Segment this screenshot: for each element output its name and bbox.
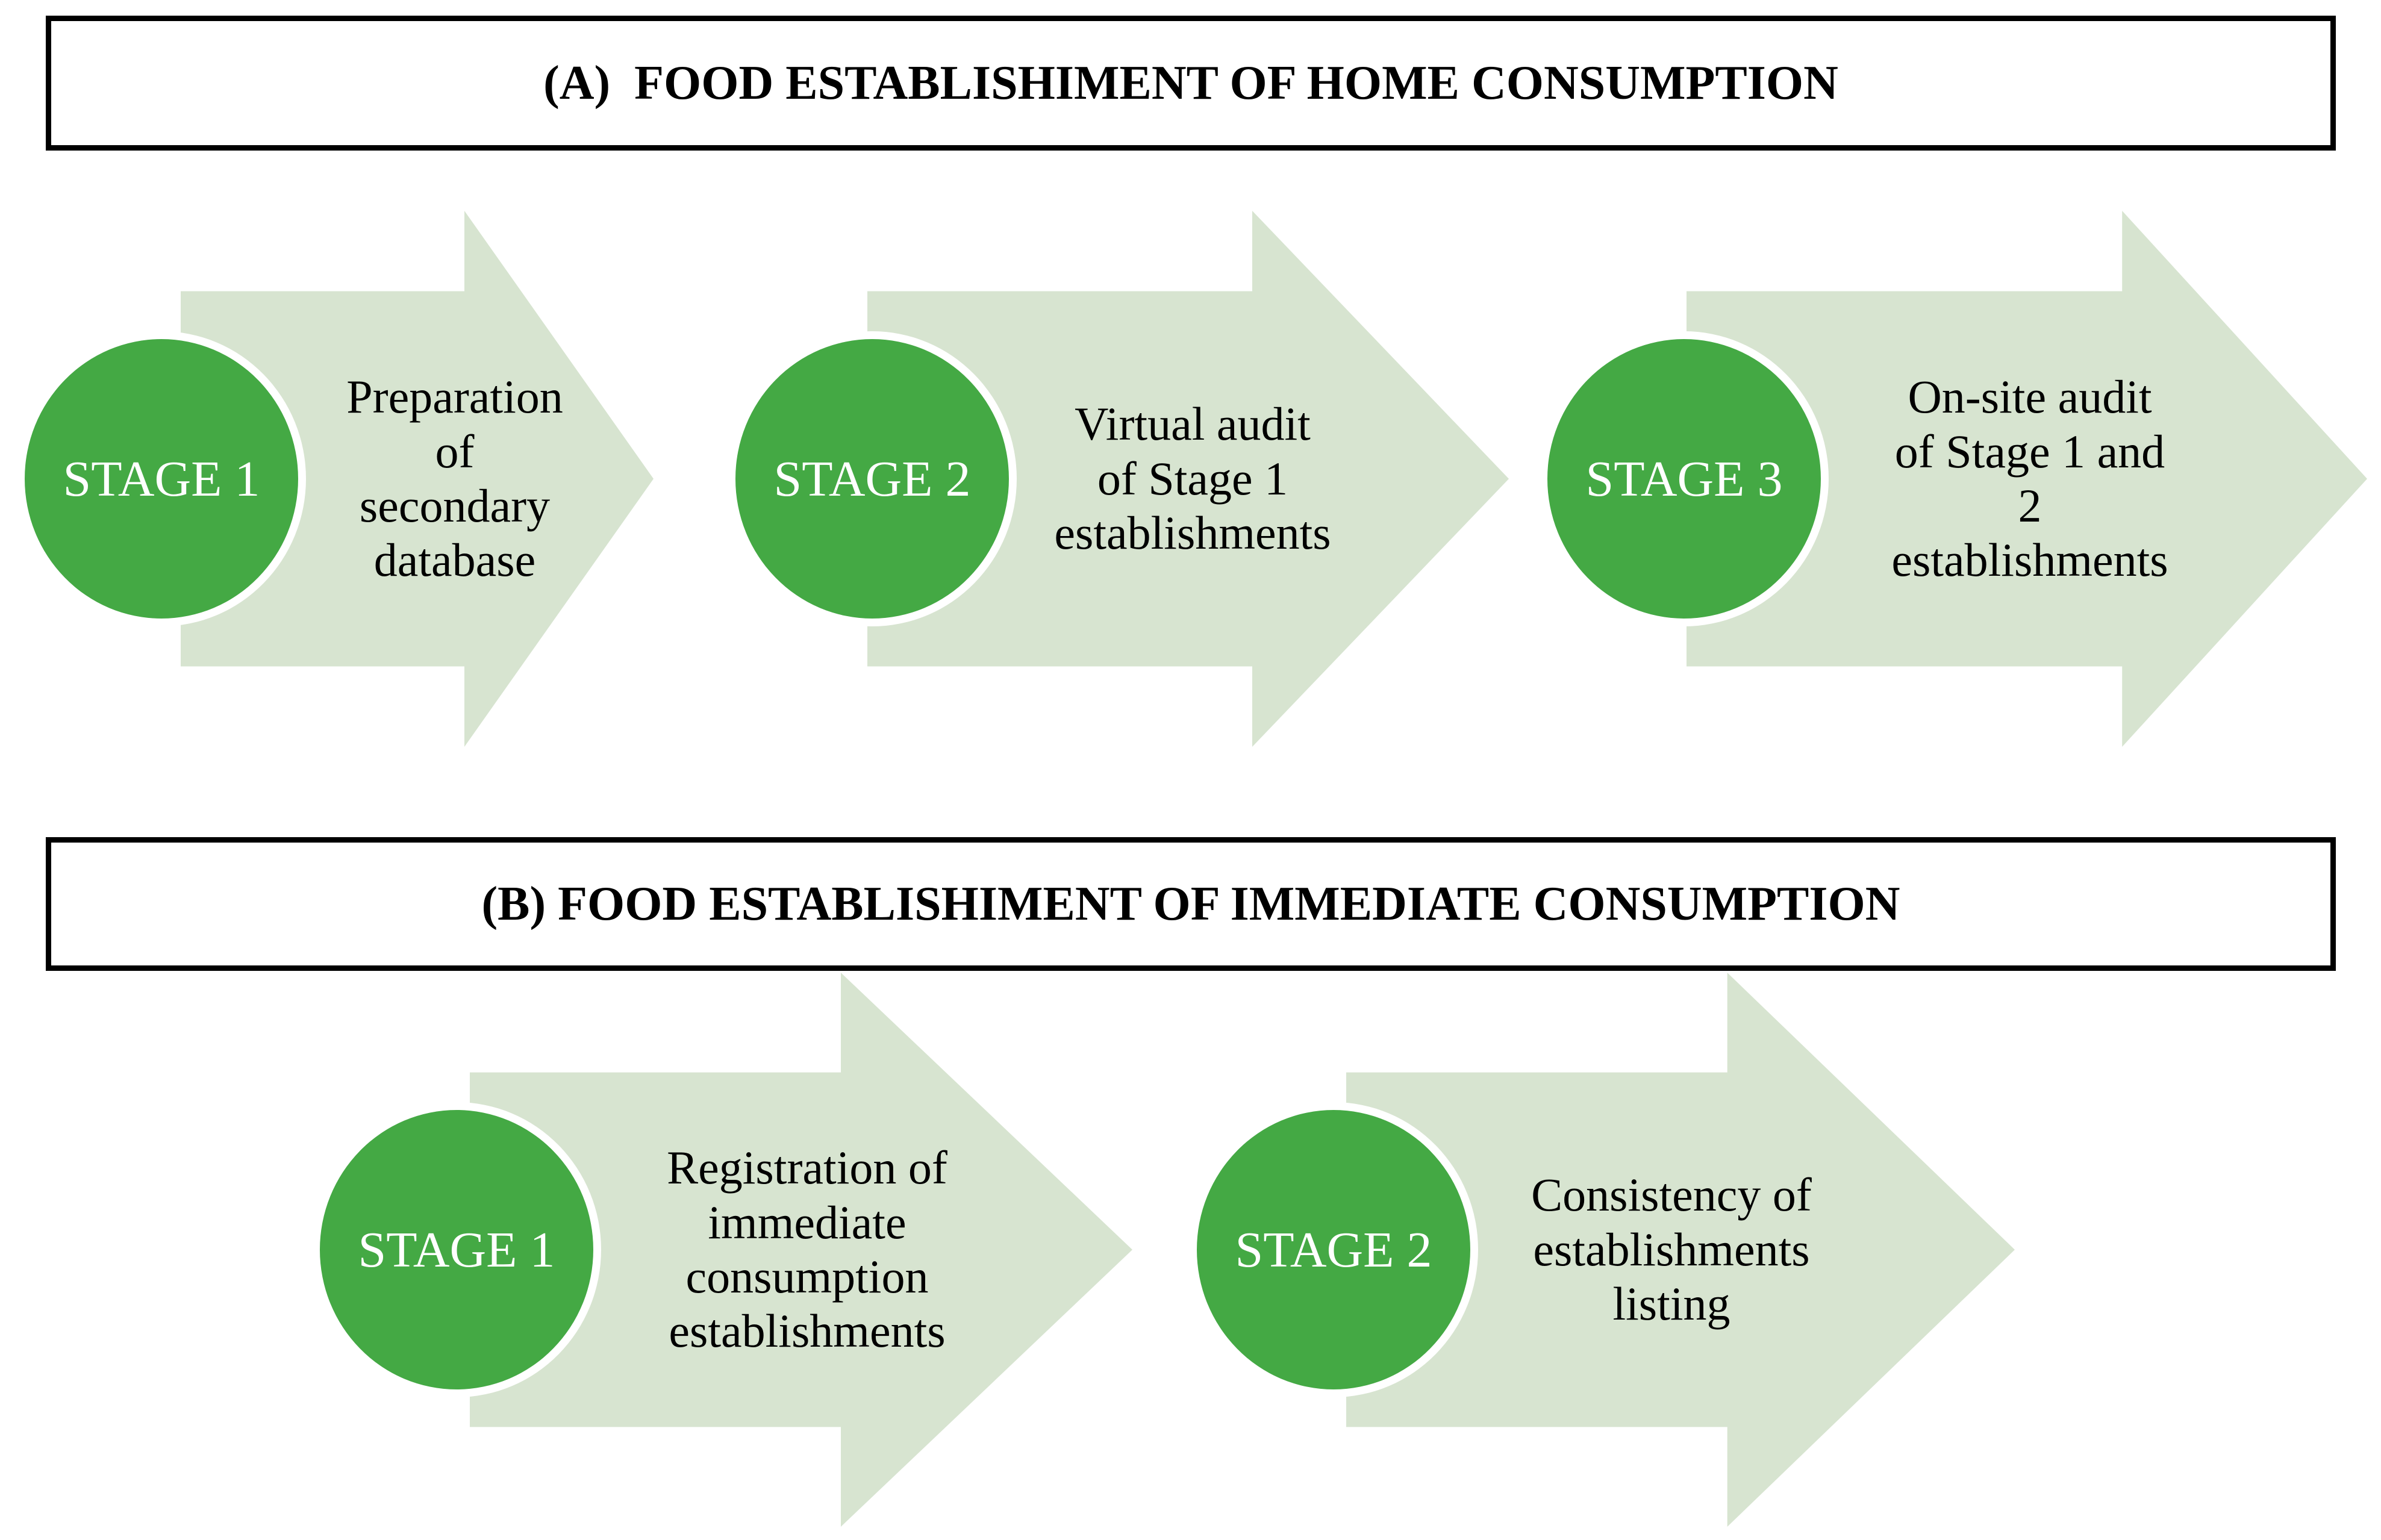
a-stage-2-circle: STAGE 2	[728, 331, 1017, 626]
b-stage-1-label: STAGE 1	[358, 1221, 555, 1278]
b-stage-1-circle: STAGE 1	[312, 1102, 601, 1397]
section-a-title-box: (A) FOOD ESTABLISHIMENT OF HOME CONSUMPT…	[46, 16, 2336, 151]
b-stage-2-circle: STAGE 2	[1189, 1102, 1478, 1397]
a-stage-2-description: Virtual audit of Stage 1 establishments	[1054, 397, 1331, 560]
a-stage-3-description: On-site audit of Stage 1 and 2 establish…	[1891, 370, 2168, 587]
section-b-title-box: (B) FOOD ESTABLISHIMENT OF IMMEDIATE CON…	[46, 837, 2336, 971]
a-stage-3-circle: STAGE 3	[1540, 331, 1829, 626]
section-b-title: (B) FOOD ESTABLISHIMENT OF IMMEDIATE CON…	[481, 877, 1900, 931]
b-stage-2-description: Consistency of establishments listing	[1531, 1168, 1812, 1330]
a-stage-1-label: STAGE 1	[63, 450, 260, 507]
b-stage-1-description: Registration of immediate consumption es…	[667, 1141, 947, 1358]
b-stage-2-label: STAGE 2	[1235, 1221, 1432, 1278]
a-stage-1-description: Preparation of secondary database	[346, 370, 563, 587]
section-a-title: (A) FOOD ESTABLISHIMENT OF HOME CONSUMPT…	[543, 56, 1838, 110]
a-stage-3-label: STAGE 3	[1585, 450, 1783, 507]
a-stage-2-label: STAGE 2	[773, 450, 971, 507]
a-stage-1-circle: STAGE 1	[17, 331, 306, 626]
